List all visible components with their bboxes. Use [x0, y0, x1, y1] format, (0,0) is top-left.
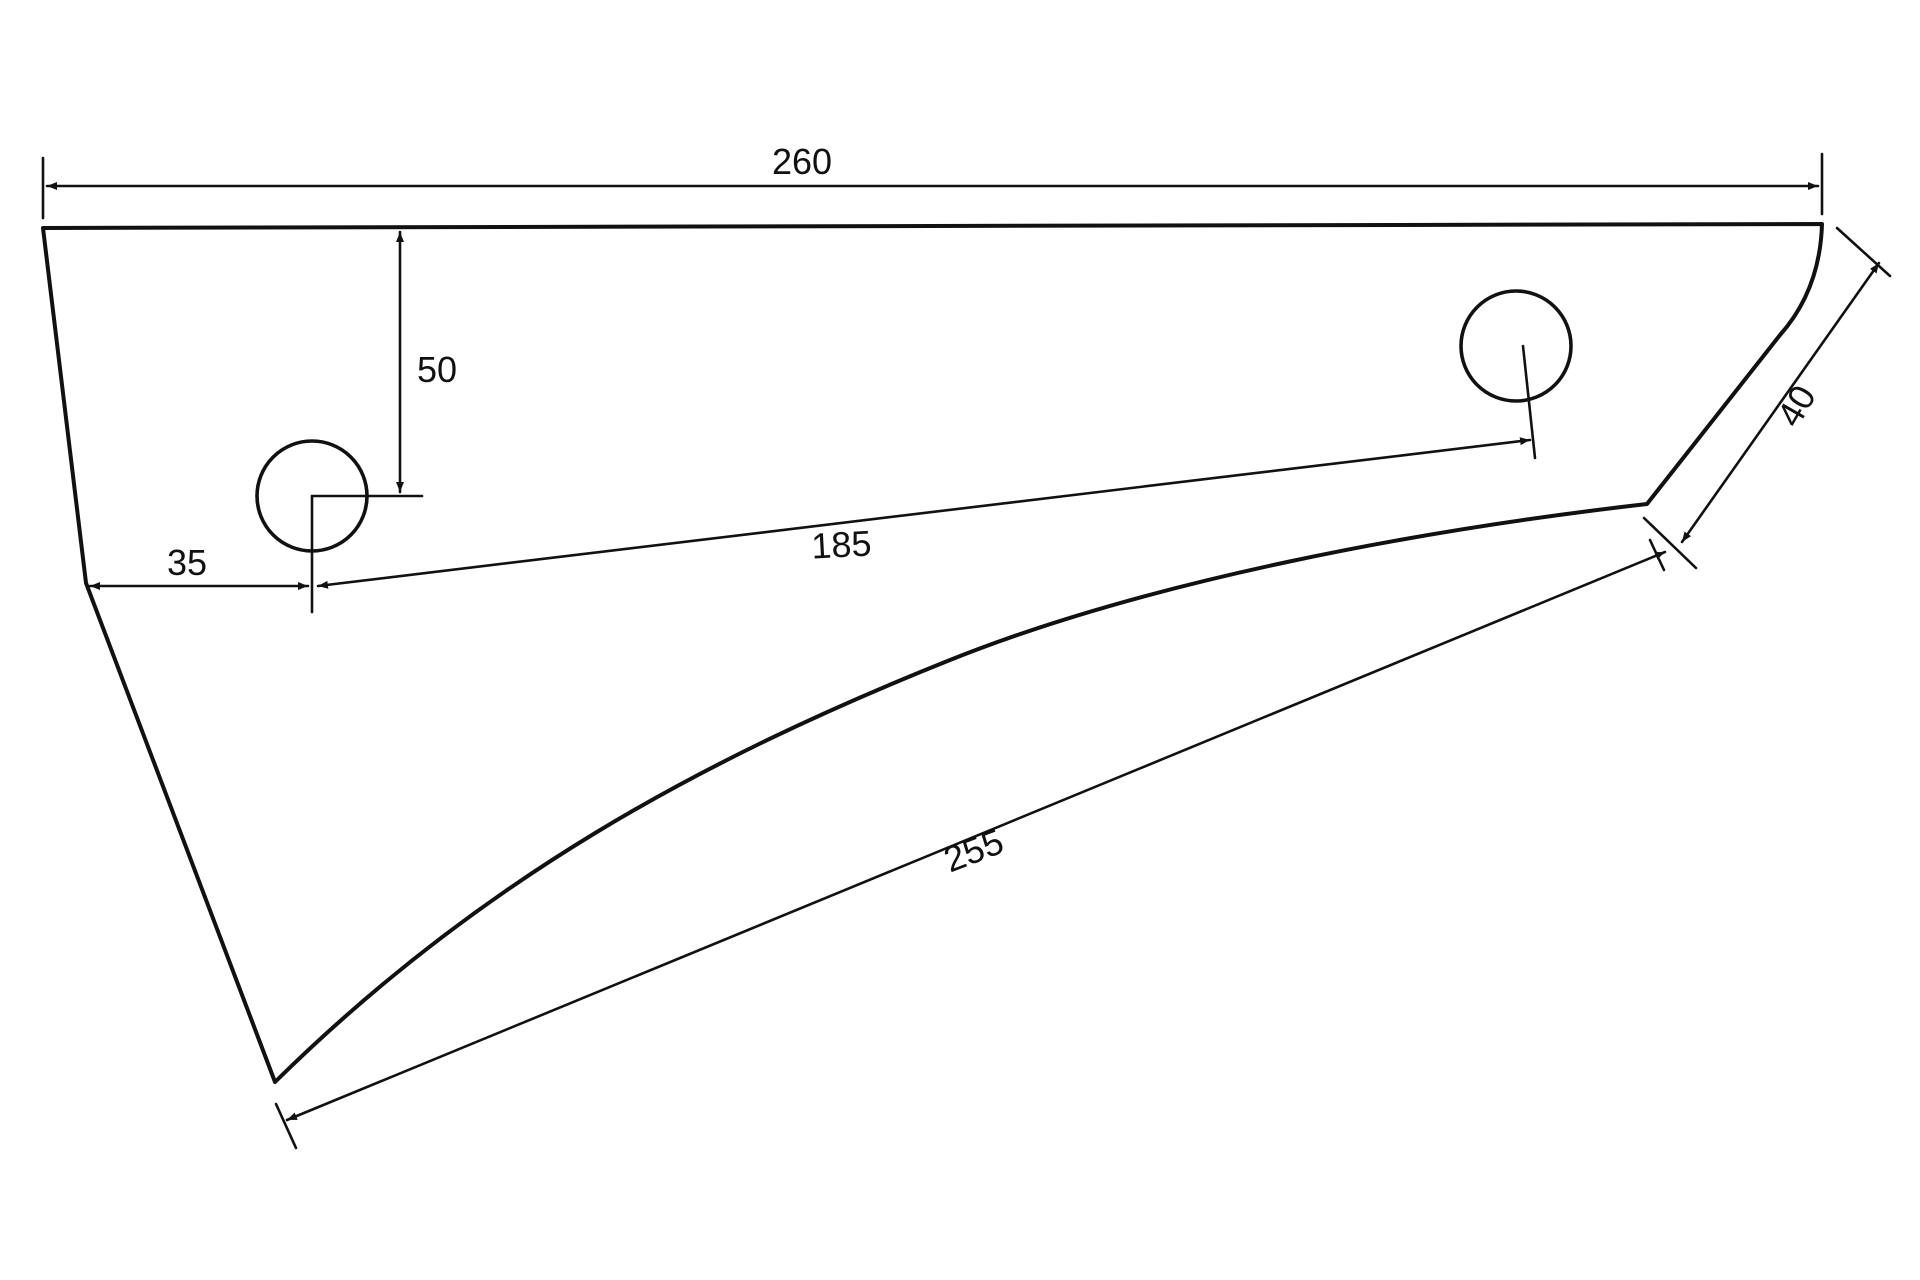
dimension-label-185: 185 — [810, 522, 872, 566]
dimension-hole-offset-top: 50 — [396, 230, 457, 494]
dimension-hole-spacing: 185 — [316, 437, 1532, 589]
dimension-hole-offset-edge: 35 — [88, 542, 310, 590]
dimension-label-260: 260 — [772, 141, 832, 182]
mounting-hole-right — [1459, 289, 1573, 403]
part-outline — [41, 222, 1824, 1084]
dimension-label-50: 50 — [417, 349, 457, 390]
dimension-label-40: 40 — [1768, 378, 1824, 433]
dimension-bottom-edge: 255 — [285, 550, 1667, 1122]
extension-lines — [41, 152, 1892, 1150]
dimension-label-35: 35 — [167, 542, 207, 583]
dimension-tip-width: 40 — [1680, 261, 1881, 544]
dimension-overall-length: 260 — [45, 141, 1820, 190]
dimension-label-255: 255 — [938, 820, 1009, 880]
